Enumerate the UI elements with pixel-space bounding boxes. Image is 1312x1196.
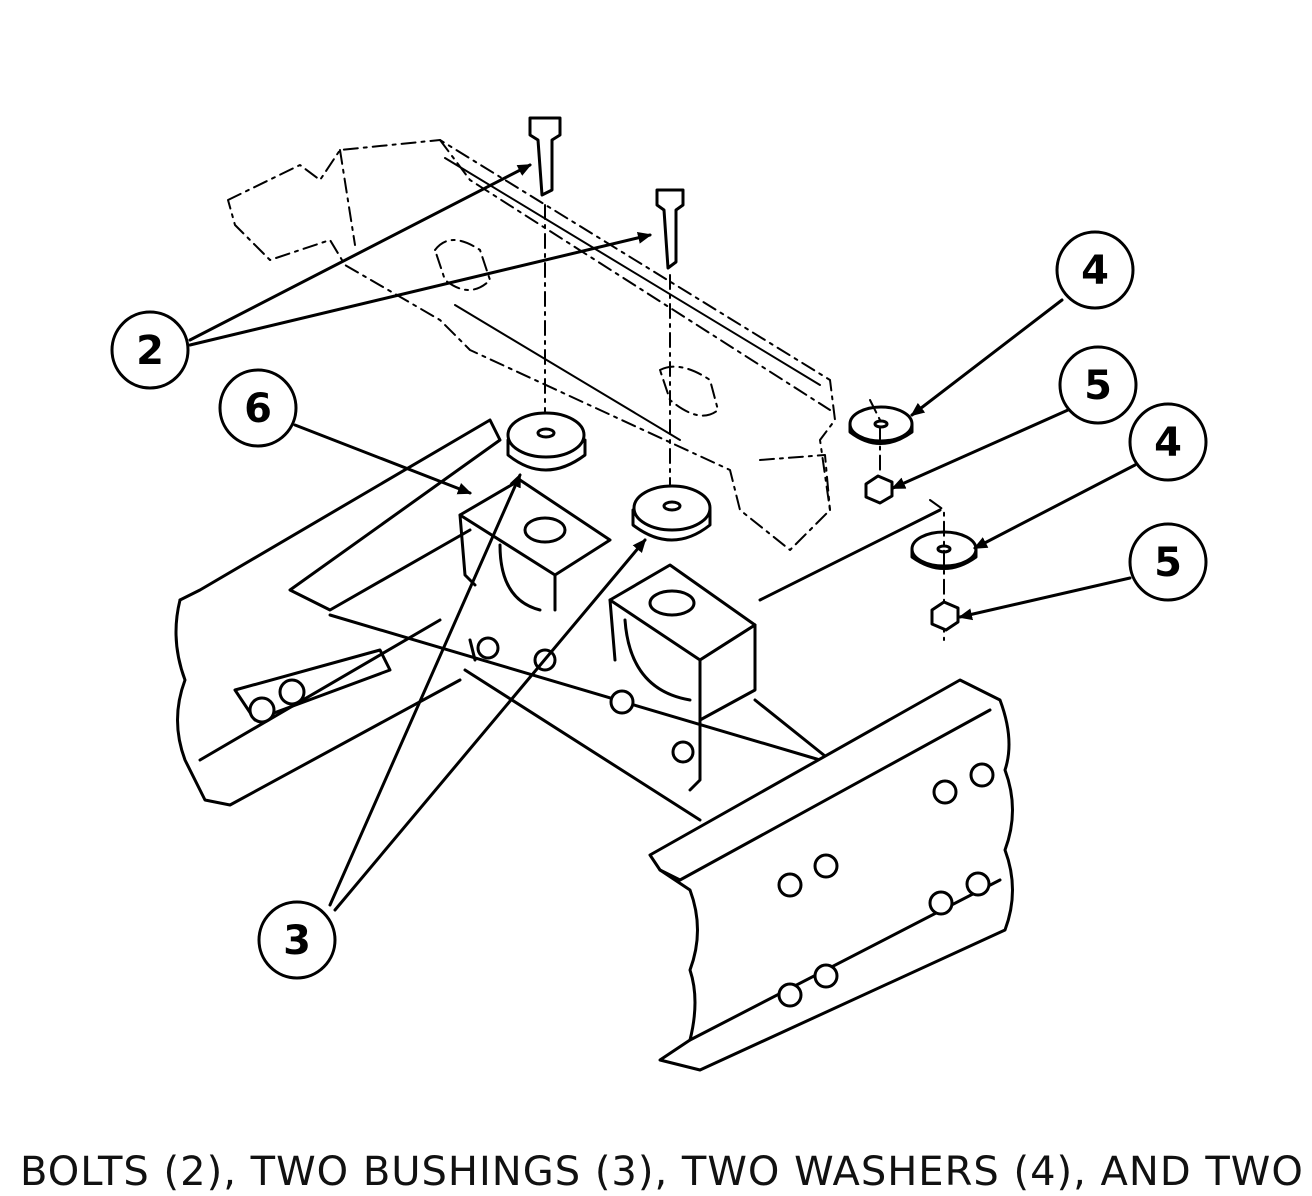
callout-3-label: 3 [283, 918, 311, 964]
callout-5-lower-label: 5 [1154, 540, 1182, 586]
mount-bracket-right [608, 563, 757, 792]
bolt-right [655, 188, 685, 491]
callout-2-label: 2 [136, 328, 164, 374]
callout-2: 2 [110, 310, 190, 390]
callout-6: 6 [218, 368, 298, 448]
nut-upper [864, 474, 894, 505]
mount-bracket-left [458, 478, 612, 672]
callout-4-lower: 4 [1128, 402, 1208, 482]
callout-5-upper: 5 [1058, 345, 1138, 425]
bolt-left [528, 116, 562, 421]
frame-rail-front [648, 678, 1014, 1072]
washer-lower [910, 499, 978, 641]
callout-4-upper: 4 [1055, 230, 1135, 310]
caption-text: BOLTS (2), TWO BUSHINGS (3), TWO WASHERS… [20, 1149, 1304, 1195]
leader-lines [188, 163, 1137, 912]
callout-6-label: 6 [244, 386, 272, 432]
bushing-right [631, 484, 712, 542]
callout-4-lower-label: 4 [1154, 420, 1182, 466]
washer-upper [848, 399, 914, 471]
upper-mounting-bracket-phantom [227, 139, 836, 551]
callout-4-upper-label: 4 [1081, 248, 1109, 294]
nut-lower [930, 600, 960, 632]
callout-5-lower: 5 [1128, 522, 1208, 602]
bushing-left [506, 411, 587, 472]
callout-3: 3 [257, 900, 337, 980]
callout-5-upper-label: 5 [1084, 363, 1112, 409]
